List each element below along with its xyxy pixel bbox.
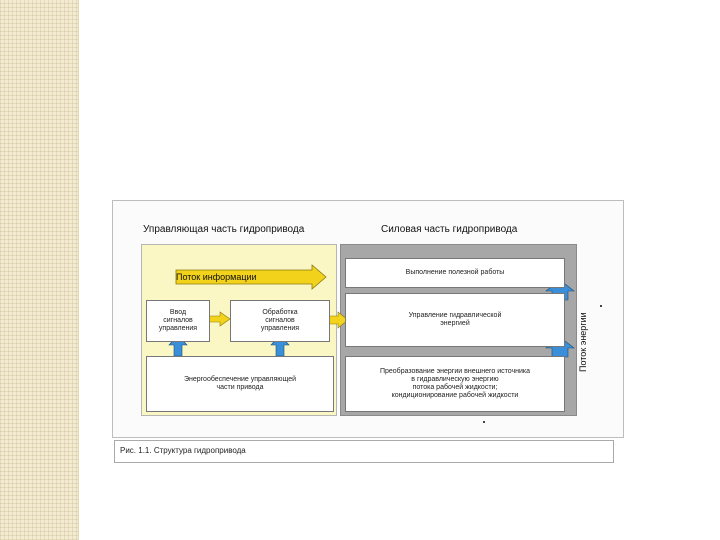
figure-caption: Рис. 1.1. Структура гидропривода (120, 446, 246, 455)
energy-flow-label: Поток энергии (578, 312, 588, 372)
power-part-header: Силовая часть гидропривода (381, 224, 517, 235)
signal-processing-box: Обработка сигналов управления (230, 300, 330, 342)
decorative-pattern (0, 0, 78, 540)
speck-mark (483, 421, 485, 423)
hydraulic-control-box: Управление гидравлической энергией (345, 293, 565, 347)
info-flow-label: Поток информации (176, 272, 257, 282)
energy-conversion-box: Преобразование энергии внешнего источник… (345, 356, 565, 412)
speck-mark (600, 305, 602, 307)
control-part-header: Управляющая часть гидропривода (143, 224, 304, 235)
energy-supply-box: Энергообеспечение управляющей части прив… (146, 356, 334, 412)
signal-input-box: Ввод сигналов управления (146, 300, 210, 342)
useful-work-box: Выполнение полезной работы (345, 258, 565, 288)
decorative-divider (78, 0, 79, 540)
